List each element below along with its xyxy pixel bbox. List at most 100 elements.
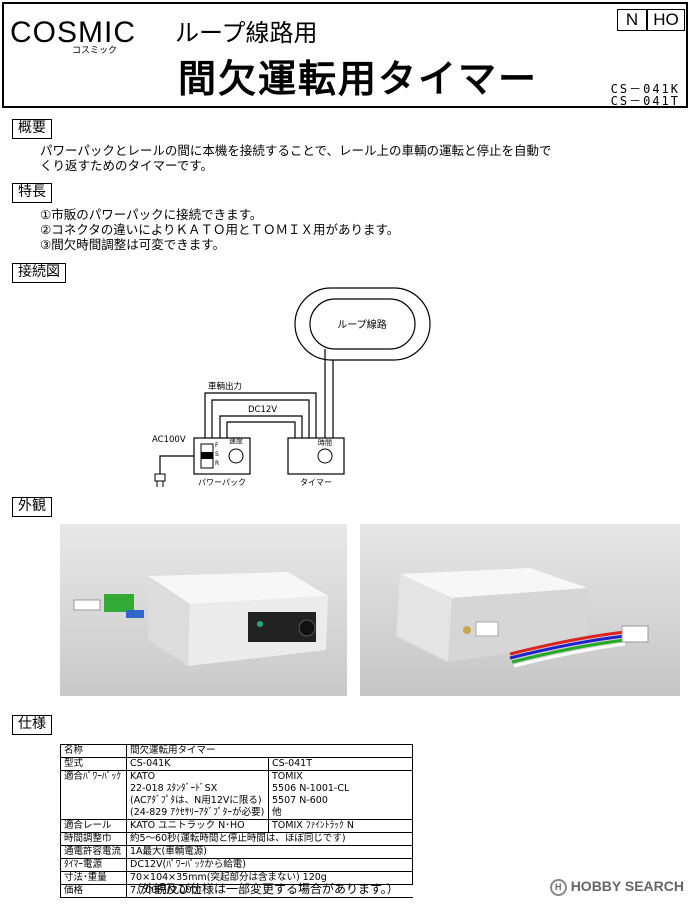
table-row: 名称 間欠運転用タイマー [60, 744, 413, 758]
speed-knob-icon [228, 448, 244, 464]
product-subtitle: ループ線路用 [175, 19, 318, 47]
feature-item: ②コネクタの違いによりＫＡＴＯ用とＴＯＭＩＸ用があります。 [40, 222, 400, 237]
table-row: (24-829 ｱｸｾｻﾘｰｱﾀﾞﾌﾟﾀｰが必要) 他 [60, 807, 413, 820]
product-code-t: CS－041T [610, 94, 680, 108]
product-photo-front-drawing [60, 524, 347, 696]
spec-value: 他 [268, 807, 413, 820]
table-row: 価格 7,700円(7,000) [60, 884, 413, 898]
indicator-led-icon [257, 621, 263, 627]
table-row: 時間調整巾 約5～60秒(運転時間と停止時間は、ほぼ同じです) [60, 832, 413, 846]
ac100v-label: AC100V [152, 435, 186, 445]
spec-value: CS-041K [126, 757, 269, 771]
connector-white [475, 621, 499, 637]
spec-value: 22-018 ｽﾀﾝﾀﾞｰﾄﾞSX [126, 783, 269, 795]
table-row: 通電許容電流 1A最大(車輌電源) [60, 845, 413, 859]
brand-logo-sub: コスミック [72, 46, 118, 56]
spec-label: 寸法･重量 [60, 871, 127, 885]
wire-green [511, 638, 626, 664]
table-row: ﾀｲﾏｰ電源 DC12V(ﾊﾟﾜｰﾊﾟｯｸから給電) [60, 858, 413, 872]
spec-value: TOMIX [268, 770, 413, 783]
product-photo-back [360, 524, 680, 696]
overview-text: パワーパックとレールの間に本機を接続することで、レール上の車輌の運転と停止を自動… [40, 143, 552, 173]
spec-table: 名称 間欠運転用タイマー 型式 CS-041K CS-041T 適合ﾊﾟﾜｰﾊﾟ… [60, 744, 413, 898]
spec-value: 間欠運転用タイマー [126, 744, 413, 758]
wire-red [509, 630, 626, 656]
spec-label: 型式 [60, 757, 127, 771]
scale-badge-n: N [617, 9, 647, 31]
spec-label [60, 783, 127, 795]
wire [219, 415, 303, 440]
spec-label: 名称 [60, 744, 127, 758]
timer-box [287, 437, 345, 475]
spec-label: 適合ﾊﾟﾜｰﾊﾟｯｸ [60, 770, 127, 783]
spec-label: 時間調整巾 [60, 832, 127, 846]
spec-value: (24-829 ｱｸｾｻﾘｰｱﾀﾞﾌﾟﾀｰが必要) [126, 807, 269, 820]
product-code-k: CS－041K [610, 82, 680, 96]
table-row: 適合レール KATO ユニトラック N･HO TOMIX ﾌｧｲﾝﾄﾗｯｸ N [60, 819, 413, 833]
feature-item: ①市販のパワーパックに接続できます。 [40, 207, 263, 222]
spec-value: KATO ユニトラック N･HO [126, 819, 269, 833]
spec-value: 5507 N-600 [268, 795, 413, 807]
timer-label: タイマー [300, 478, 332, 487]
wire [226, 421, 296, 440]
powerpack-label: パワーパック [198, 478, 246, 487]
wiring-diagram: ループ線路 車輌出力 DC12V F S R 速度 パワーパック 時間 タイマー… [152, 287, 431, 487]
section-heading-features: 特長 [12, 183, 52, 203]
connector-white [621, 625, 649, 643]
section-heading-appearance: 外観 [12, 497, 52, 517]
case-top [148, 572, 328, 604]
power-cord [159, 455, 194, 474]
spec-label [60, 807, 127, 820]
loop-track-outer [294, 287, 431, 361]
features-list: ①市販のパワーパックに接続できます。 ②コネクタの違いによりＫＡＴＯ用とＴＯＭＩ… [40, 207, 399, 252]
case-side [148, 576, 190, 666]
table-row: 型式 CS-041K CS-041T [60, 757, 413, 771]
spec-value: CS-041T [268, 757, 413, 771]
time-knob-icon [317, 448, 333, 464]
table-row: 適合ﾊﾟﾜｰﾊﾟｯｸ KATO TOMIX [60, 770, 413, 783]
spec-label: 通電許容電流 [60, 845, 127, 859]
spec-value: 5506 N-1001-CL [268, 783, 413, 795]
overview-line: パワーパックとレールの間に本機を接続することで、レール上の車輌の運転と停止を自動… [40, 143, 552, 158]
loop-track-inner [309, 298, 416, 350]
case-top [400, 568, 588, 598]
spec-value: KATO [126, 770, 269, 783]
spec-value: 約5～60秒(運転時間と停止時間は、ほぼ同じです) [126, 832, 413, 846]
spec-value: 1A最大(車輌電源) [126, 845, 413, 859]
section-heading-specs: 仕様 [12, 715, 52, 735]
loop-label: ループ線路 [337, 318, 386, 331]
wire [211, 399, 310, 440]
spec-value: TOMIX ﾌｧｲﾝﾄﾗｯｸ N [268, 819, 413, 833]
connector-green [104, 594, 134, 612]
dc12v-label: DC12V [248, 405, 277, 415]
case-front [396, 574, 452, 662]
watermark-text: HOBBY SEARCH [570, 878, 684, 894]
section-heading-overview: 概要 [12, 119, 52, 139]
wire [204, 392, 317, 440]
wire-blue [509, 634, 626, 660]
speed-label: 速度 [229, 436, 243, 445]
spec-value: (ACｱﾀﾞﾌﾟﾀは、N用12Vに限る) [126, 795, 269, 807]
spec-value: DC12V(ﾊﾟﾜｰﾊﾟｯｸから給電) [126, 858, 413, 872]
section-heading-wiring: 接続図 [12, 263, 66, 283]
table-row: (ACｱﾀﾞﾌﾟﾀは、N用12Vに限る) 5507 N-600 [60, 795, 413, 807]
product-photo-back-drawing [360, 524, 680, 696]
spec-label: ﾀｲﾏｰ電源 [60, 858, 127, 872]
spec-label: 価格 [60, 884, 127, 898]
screw-icon [463, 626, 471, 634]
brand-logo: COSMIC [10, 16, 136, 49]
vehicle-output-label: 車輌出力 [208, 381, 242, 392]
wire-blue [126, 610, 144, 618]
overview-line: くり返すためのタイマーです。 [40, 158, 214, 173]
time-dial-icon [298, 619, 316, 637]
plug-icon [154, 473, 166, 482]
wire-white [513, 642, 626, 668]
product-title: 間欠運転用タイマー [178, 57, 539, 101]
table-row: 22-018 ｽﾀﾝﾀﾞｰﾄﾞSX 5506 N-1001-CL [60, 783, 413, 795]
spec-value: 7,700円(7,000) [126, 884, 413, 898]
switch-s-label: S [215, 451, 219, 458]
product-photo-front [60, 524, 347, 696]
feature-item: ③間欠時間調整は可変できます。 [40, 237, 225, 252]
scale-badge-ho: HO [647, 9, 685, 31]
watermark-logo: H HOBBY SEARCH [549, 878, 684, 896]
